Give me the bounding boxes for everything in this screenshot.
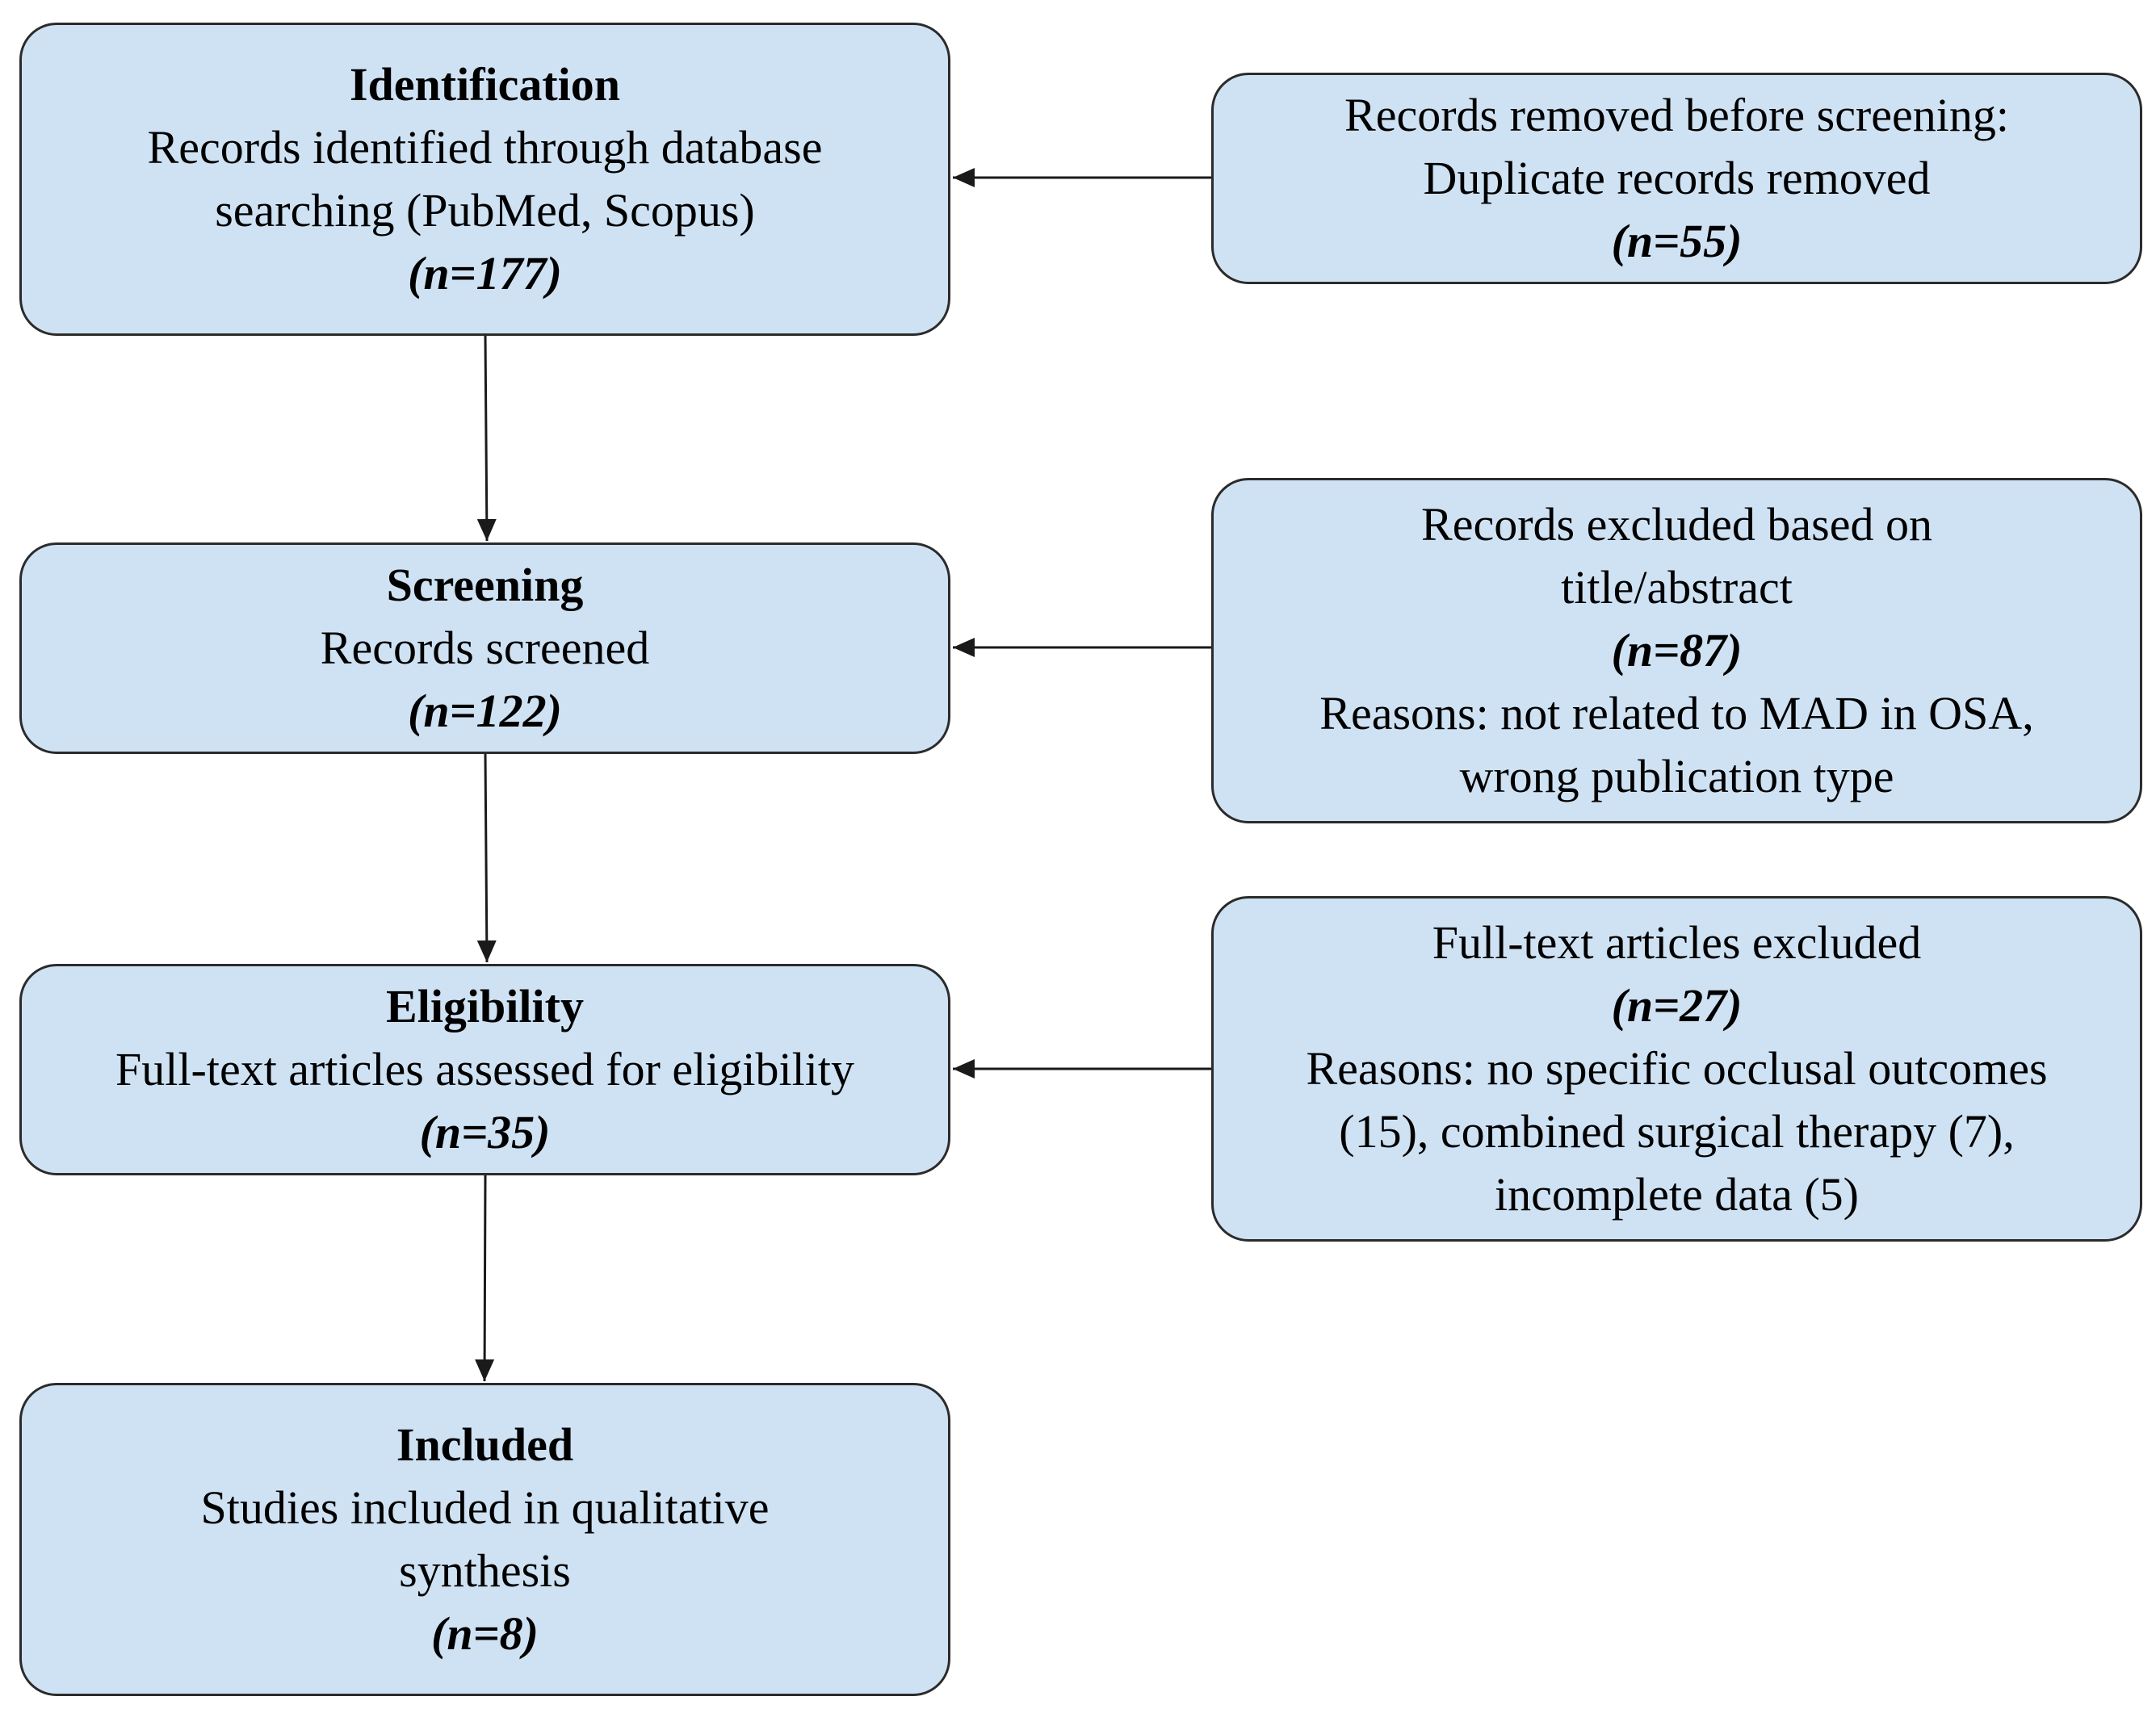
- arrow-eligibility-to-included: [475, 1175, 495, 1382]
- full-text-reasons-line-3: incomplete data (5): [1495, 1168, 1859, 1221]
- eligibility-heading: Eligibility: [386, 980, 584, 1033]
- screening-description: Records screened: [320, 622, 650, 674]
- full-text-reasons-line-1: Reasons: no specific occlusal outcomes: [1306, 1042, 2048, 1095]
- screening-heading: Screening: [386, 559, 584, 611]
- full-text-excluded-line-1: Full-text articles excluded: [1432, 916, 1922, 969]
- title-abstract-excluded-line-1: Records excluded based on: [1421, 498, 1932, 551]
- title-abstract-excluded-box: Records excluded based on title/abstract…: [1211, 478, 2142, 823]
- identification-heading: Identification: [349, 58, 621, 111]
- full-text-reasons-line-2: (15), combined surgical therapy (7),: [1339, 1105, 2015, 1158]
- included-box: Included Studies included in qualitative…: [19, 1383, 950, 1696]
- screening-box: Screening Records screened (n=122): [19, 542, 950, 754]
- duplicates-removed-line-1: Records removed before screening:: [1344, 89, 2009, 141]
- included-description-line-2: synthesis: [399, 1544, 571, 1597]
- screening-count: (n=122): [408, 685, 562, 737]
- identification-description-line-1: Records identified through database: [147, 121, 823, 174]
- arrow-screening-to-eligibility: [476, 753, 497, 963]
- full-text-excluded-count: (n=27): [1611, 979, 1743, 1032]
- full-text-excluded-box: Full-text articles excluded (n=27) Reaso…: [1211, 896, 2142, 1242]
- included-description-line-1: Studies included in qualitative: [200, 1481, 770, 1534]
- eligibility-box: Eligibility Full-text articles assessed …: [19, 964, 950, 1175]
- identification-count: (n=177): [408, 247, 562, 299]
- duplicates-removed-line-2: Duplicate records removed: [1423, 152, 1931, 204]
- identification-box: Identification Records identified throug…: [19, 23, 950, 336]
- title-abstract-excluded-line-2: title/abstract: [1561, 561, 1793, 614]
- duplicates-removed-count: (n=55): [1611, 215, 1743, 267]
- identification-description-line-2: searching (PubMed, Scopus): [215, 184, 755, 237]
- included-heading: Included: [396, 1418, 574, 1471]
- title-abstract-reasons-line-1: Reasons: not related to MAD in OSA,: [1319, 687, 2034, 739]
- title-abstract-excluded-count: (n=87): [1611, 624, 1743, 676]
- arrow-identification-to-screening: [476, 335, 497, 542]
- eligibility-description: Full-text articles assessed for eligibil…: [115, 1043, 854, 1095]
- eligibility-count: (n=35): [419, 1106, 551, 1158]
- duplicates-removed-box: Records removed before screening: Duplic…: [1211, 73, 2142, 284]
- title-abstract-reasons-line-2: wrong publication type: [1459, 750, 1894, 802]
- included-count: (n=8): [431, 1607, 539, 1660]
